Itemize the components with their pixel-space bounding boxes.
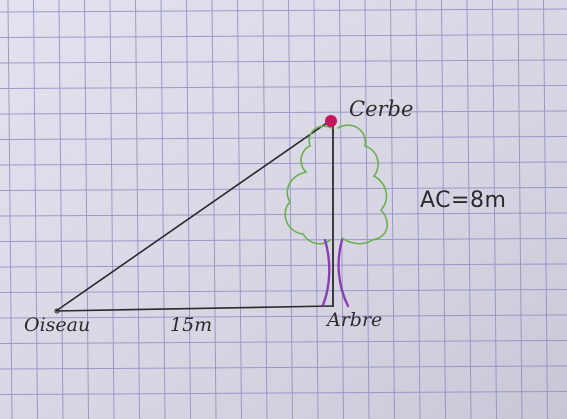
grid-vertical-line xyxy=(339,0,344,419)
label-top: Cerbe xyxy=(349,97,414,121)
grid-vertical-line xyxy=(466,0,472,419)
grid-horizontal-line xyxy=(0,391,567,395)
grid-vertical-line xyxy=(109,0,115,419)
grid-vertical-line xyxy=(390,0,395,419)
grid-vertical-line xyxy=(33,0,38,419)
label-tree: Arbre xyxy=(327,309,383,331)
grid-horizontal-line xyxy=(0,340,567,344)
grid-horizontal-line xyxy=(0,161,567,166)
grid-horizontal-line xyxy=(0,212,567,217)
label-distance: 15m xyxy=(170,314,213,336)
grid-horizontal-line xyxy=(0,238,567,242)
label-height: AC=8m xyxy=(420,188,507,213)
grid-vertical-line xyxy=(441,0,446,419)
grid-horizontal-line xyxy=(0,110,567,115)
grid-horizontal-line xyxy=(0,365,567,370)
grid-horizontal-line xyxy=(0,59,567,64)
grid-horizontal-line xyxy=(0,314,567,319)
grid-horizontal-line xyxy=(0,136,567,140)
grid-vertical-line xyxy=(262,0,268,419)
grid-horizontal-line xyxy=(0,85,567,89)
grid-horizontal-line xyxy=(0,8,567,13)
tree-foliage xyxy=(284,124,388,245)
grid-vertical-line xyxy=(186,0,191,419)
hypotenuse-line xyxy=(55,119,332,312)
grid-vertical-line xyxy=(84,0,89,419)
grid-vertical-line xyxy=(492,0,497,419)
grid-vertical-line xyxy=(237,0,242,419)
grid-vertical-line xyxy=(135,0,140,419)
grid-vertical-line xyxy=(313,0,319,419)
grid-horizontal-line xyxy=(0,187,567,191)
bird-point xyxy=(325,115,337,127)
label-bird: Oiseau xyxy=(24,314,91,336)
grid-vertical-line xyxy=(517,0,523,419)
grid-vertical-line xyxy=(364,0,370,419)
grid-horizontal-line xyxy=(0,289,567,293)
grid-vertical-line xyxy=(543,0,548,419)
grid-horizontal-line xyxy=(0,34,567,38)
ground-line xyxy=(55,305,333,312)
grid-vertical-line xyxy=(7,0,13,419)
ground-point xyxy=(54,308,60,314)
grid-vertical-line xyxy=(288,0,293,419)
grid-vertical-line xyxy=(160,0,166,419)
tree-trunk xyxy=(321,238,350,308)
grid-vertical-line xyxy=(415,0,421,419)
grid-vertical-line xyxy=(58,0,64,419)
grid-vertical-line xyxy=(211,0,217,419)
grid-horizontal-line xyxy=(0,263,567,268)
